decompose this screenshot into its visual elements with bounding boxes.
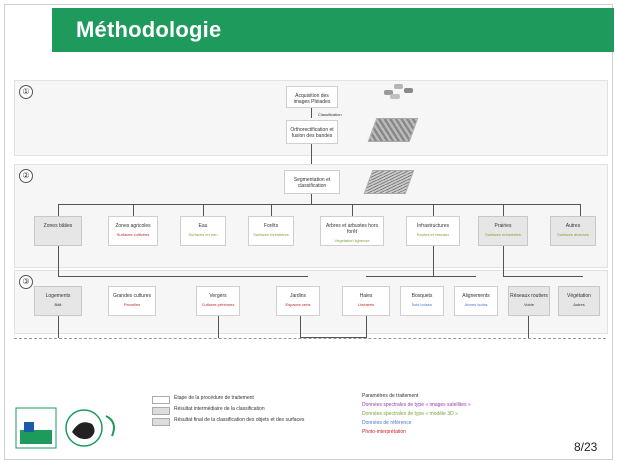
connector — [58, 204, 59, 216]
logo — [14, 402, 134, 452]
legend-item: Données de référence — [362, 420, 412, 426]
connector — [311, 194, 312, 204]
arrow-label: Classification — [318, 112, 342, 117]
satellite-icon — [380, 84, 416, 100]
section-1-number: ① — [19, 85, 33, 99]
acquisition-label: Acquisition des images Pléiades — [293, 93, 331, 105]
segmentation-box: Segmentation et classification — [284, 170, 340, 194]
classified-image-thumbnail — [363, 170, 415, 194]
legend-item: Photo-interprétation — [362, 429, 406, 435]
connector — [133, 204, 134, 216]
section-2-number: ② — [19, 169, 33, 183]
logo-graphic — [15, 407, 115, 449]
connector — [433, 246, 434, 276]
legend-item: Résultat final de la classification des … — [152, 418, 304, 429]
acquisition-box: Acquisition des images Pléiades — [286, 86, 338, 108]
connector — [352, 204, 353, 216]
connector — [271, 204, 272, 216]
title-tab — [26, 8, 52, 52]
satellite-image-thumbnail — [367, 118, 419, 142]
legend-right: Paramètres de traitement Données spectra… — [362, 392, 471, 437]
legend-item: Résultat intermédiaire de la classificat… — [152, 407, 304, 418]
connector — [433, 204, 434, 216]
legend-left: Étape de la procédure de traitement Résu… — [152, 396, 304, 429]
connector — [58, 246, 59, 276]
connector — [311, 144, 312, 166]
orthorectification-box: Orthorectification et fusion des bandes — [286, 120, 338, 144]
horizontal-connector — [58, 204, 580, 205]
horizontal-connector — [58, 276, 308, 277]
segmentation-label: Segmentation et classification — [293, 177, 331, 189]
connector — [580, 204, 581, 216]
connector — [311, 108, 312, 118]
legend-item: Étape de la procédure de traitement — [152, 396, 304, 407]
orthorectification-label: Orthorectification et fusion des bandes — [290, 127, 334, 139]
connector — [300, 337, 366, 338]
legend-title: Paramètres de traitement — [362, 393, 419, 399]
legend-item: Données spectrales de type « images sate… — [362, 402, 471, 408]
slide-title: Méthodologie — [76, 17, 222, 42]
connector — [503, 246, 504, 276]
connector — [503, 204, 504, 216]
legend-swatch — [152, 407, 170, 415]
page-number: 8/23 — [574, 440, 598, 454]
legend-item: Données spectrales de type « modèle 3D » — [362, 411, 458, 417]
connector — [300, 316, 301, 338]
title-bar: Méthodologie — [26, 8, 614, 52]
section-3-number: ③ — [19, 275, 33, 289]
legend-swatch — [152, 418, 170, 426]
connector — [203, 204, 204, 216]
connector — [58, 316, 59, 338]
category-box: Zones bâties — [34, 216, 82, 246]
connector — [528, 316, 529, 338]
connector — [218, 316, 219, 338]
horizontal-connector — [366, 276, 476, 277]
horizontal-connector — [503, 276, 583, 277]
legend-swatch — [152, 396, 170, 404]
connector — [366, 316, 367, 338]
dashed-separator — [14, 338, 606, 339]
